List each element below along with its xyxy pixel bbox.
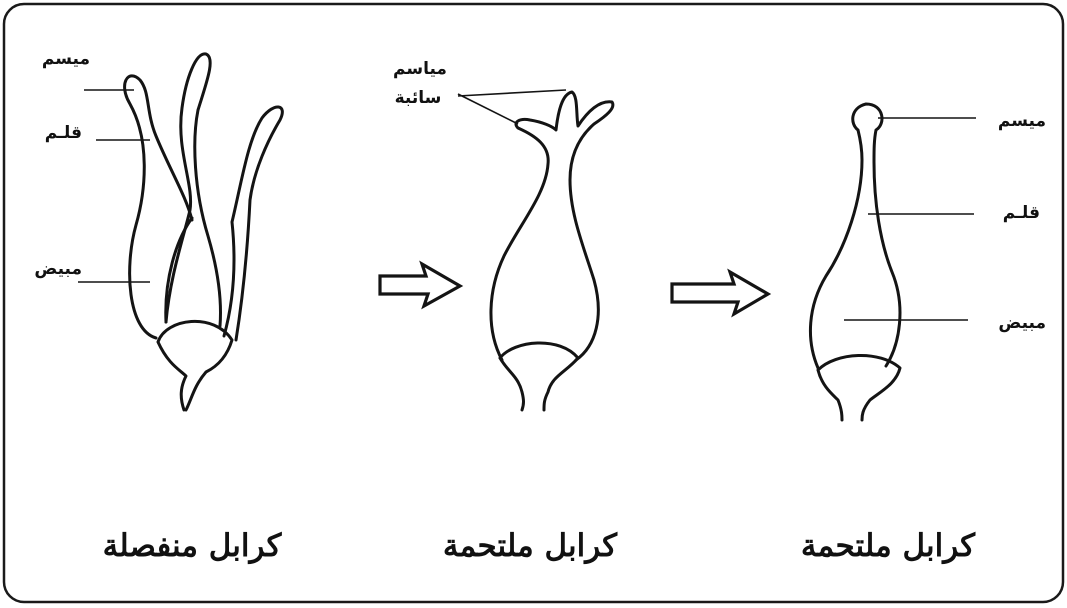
caption-separate-carpels: كرابل منفصلة (103, 528, 283, 565)
left-style-label: قلـم (45, 123, 82, 143)
caption-fused-carpels-right: كرابل ملتحمة (801, 528, 976, 565)
left-ovary-label: مبيض (34, 259, 82, 279)
diagram-frame (4, 4, 1063, 602)
left-stigma-label: ميسم (42, 49, 90, 69)
free-stigmas-label-line1: مياسم (393, 59, 447, 79)
right-ovary-label: مبيض (998, 313, 1046, 333)
free-stigmas-label-line2: سائبة (395, 88, 442, 108)
right-style-label: قلـم (1003, 203, 1040, 223)
caption-fused-carpels-middle: كرابل ملتحمة (443, 528, 618, 565)
right-stigma-label: ميسم (998, 111, 1046, 131)
